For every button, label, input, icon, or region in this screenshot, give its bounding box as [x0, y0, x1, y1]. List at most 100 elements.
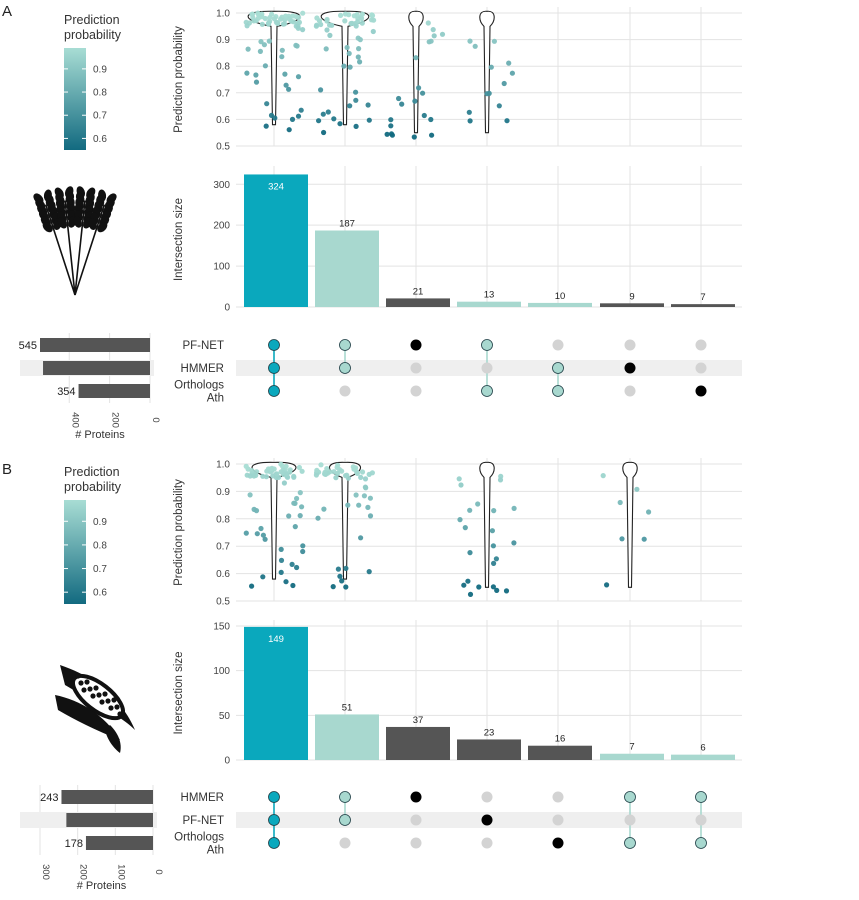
- data-point: [269, 465, 275, 471]
- y-axis-label: Intersection size: [173, 198, 185, 281]
- data-point: [295, 25, 301, 31]
- data-point: [388, 117, 394, 123]
- corn-kernel: [96, 692, 102, 698]
- data-point: [458, 482, 464, 488]
- data-point: [335, 462, 341, 468]
- matrix-dot-active: [268, 339, 280, 351]
- matrix-dot-inactive: [410, 385, 422, 397]
- set-bar: [85, 836, 153, 850]
- data-point: [261, 42, 267, 48]
- matrix-dot-active: [481, 339, 493, 351]
- data-label: 324: [268, 181, 284, 192]
- data-point: [466, 109, 472, 115]
- corn-kernel: [78, 680, 84, 686]
- data-point: [359, 11, 365, 17]
- data-point: [344, 44, 350, 51]
- data-point: [343, 565, 349, 572]
- matrix-dot-active: [624, 362, 636, 374]
- violin-shape: [479, 10, 495, 134]
- set-bar: [66, 813, 153, 827]
- matrix-dot-active: [339, 814, 351, 826]
- data-point: [266, 38, 272, 44]
- data-point: [457, 517, 463, 523]
- y-tick-label: 0.8: [216, 514, 230, 525]
- data-point: [313, 472, 319, 478]
- data-point: [295, 74, 302, 80]
- data-point: [646, 509, 652, 515]
- data-point: [353, 97, 359, 103]
- wheat-icon: [33, 186, 117, 296]
- data-point: [281, 21, 288, 27]
- data-point: [491, 508, 497, 514]
- data-point: [314, 467, 320, 473]
- violin-shape: [251, 461, 297, 580]
- set-size-label: 354: [57, 386, 75, 398]
- data-point: [300, 10, 306, 16]
- data-point: [467, 507, 473, 513]
- data-point: [299, 468, 305, 474]
- y-tick-label: 300: [213, 180, 230, 191]
- data-label: 51: [342, 702, 353, 713]
- corn-kernel: [108, 705, 114, 711]
- set-name-label: Orthologs: [174, 380, 224, 392]
- y-tick-label: 1.0: [216, 460, 230, 471]
- bar: [386, 298, 450, 307]
- data-point: [325, 109, 331, 115]
- data-point: [604, 582, 610, 588]
- data-point: [462, 525, 468, 531]
- data-point: [339, 468, 345, 474]
- data-point: [286, 127, 292, 133]
- data-point: [253, 79, 260, 85]
- data-point: [291, 474, 297, 480]
- wheat-stalk: [54, 186, 77, 296]
- data-point: [243, 530, 249, 536]
- data-point: [323, 46, 329, 52]
- data-point: [339, 578, 345, 584]
- data-point: [411, 134, 417, 140]
- bar: [315, 230, 379, 307]
- data-point: [322, 469, 328, 475]
- data-point: [247, 473, 253, 479]
- set-size-label: 545: [19, 340, 37, 352]
- data-point: [263, 123, 269, 129]
- data-point: [281, 480, 287, 486]
- legend-tick-label: 0.8: [93, 540, 107, 551]
- data-point: [467, 550, 473, 556]
- data-point: [338, 12, 344, 18]
- data-point: [253, 472, 259, 478]
- y-tick-label: 0.6: [216, 569, 230, 580]
- data-point: [353, 89, 359, 95]
- matrix-dot-inactive: [481, 362, 493, 374]
- data-point: [506, 60, 512, 66]
- matrix-dot-inactive: [552, 339, 564, 351]
- y-tick-label: 50: [219, 711, 231, 722]
- data-point: [258, 39, 264, 45]
- matrix-dot-inactive: [695, 362, 707, 374]
- data-point: [475, 501, 481, 507]
- legend-tick-label: 0.9: [93, 517, 107, 528]
- data-point: [313, 23, 319, 29]
- data-point: [353, 23, 359, 29]
- data-point: [484, 91, 490, 97]
- data-point: [251, 506, 257, 512]
- bar: [315, 714, 379, 760]
- data-point: [245, 46, 251, 52]
- y-tick-label: 200: [213, 221, 230, 232]
- data-point: [250, 15, 256, 21]
- set-name-label: PF-NET: [182, 340, 224, 352]
- data-point: [243, 463, 249, 469]
- data-point: [258, 525, 264, 532]
- data-point: [491, 560, 497, 567]
- data-point: [357, 59, 363, 65]
- data-point: [282, 71, 288, 77]
- data-point: [300, 543, 306, 549]
- corn-husk: [105, 725, 121, 753]
- legend-tick-label: 0.7: [93, 564, 107, 575]
- data-point: [249, 468, 255, 474]
- data-point: [491, 38, 497, 44]
- x-tick-label: 200: [110, 412, 121, 428]
- data-point: [617, 499, 623, 506]
- data-point: [292, 500, 298, 506]
